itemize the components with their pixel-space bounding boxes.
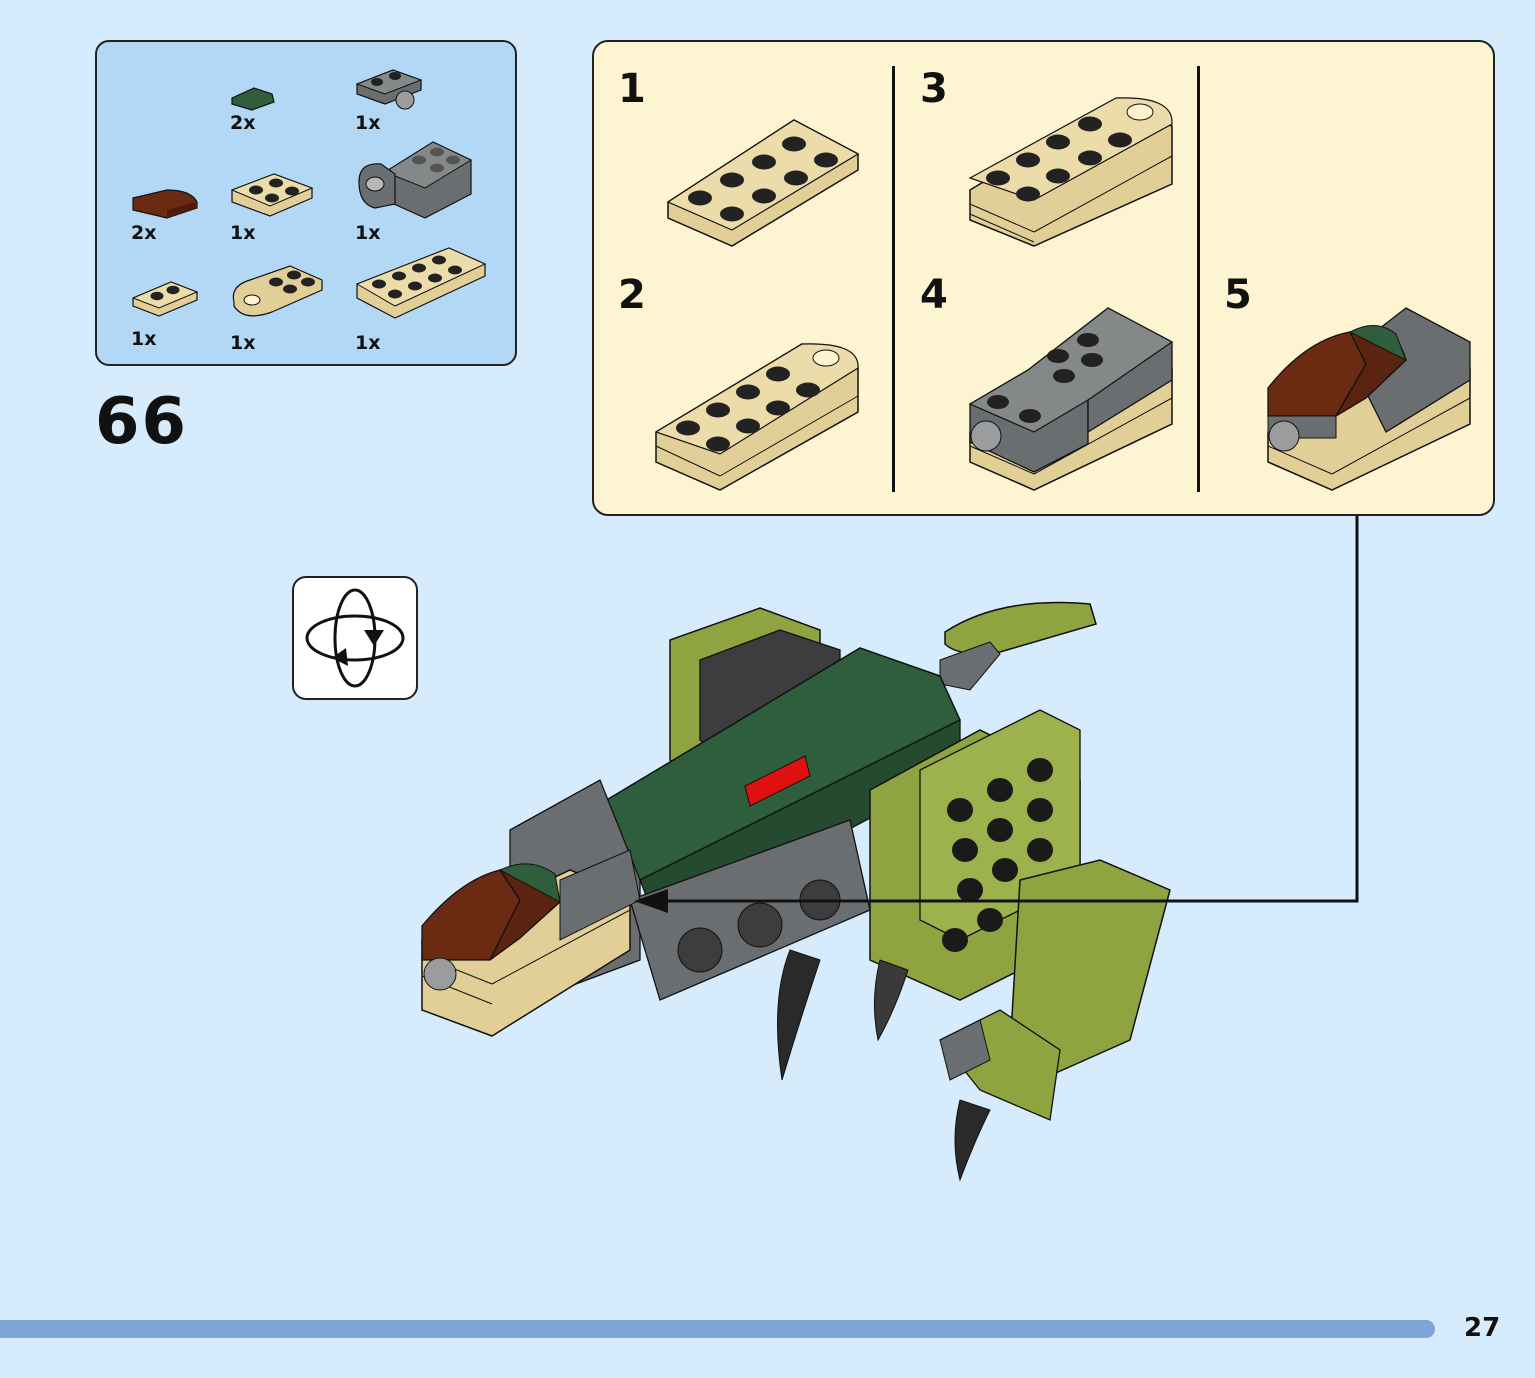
rotate-model-icon: [292, 576, 418, 700]
part-tan-plate-2x2: 1x: [230, 168, 340, 258]
gray-ball-joint-brick-icon: [358, 141, 473, 219]
sub-step-number: 4: [920, 272, 948, 318]
part-qty: 1x: [230, 222, 256, 244]
part-qty: 2x: [131, 222, 157, 244]
sub-step-5-illustration: [1267, 307, 1471, 491]
sub-step-3-illustration: [968, 97, 1173, 247]
sub-divider: [892, 66, 895, 492]
gray-plate-ball-icon: [355, 69, 423, 110]
brown-curved-slope-icon: [132, 189, 198, 219]
part-tan-plate-1x2: 1x: [131, 278, 241, 368]
sub-step-2-illustration: [654, 343, 859, 491]
part-qty: 2x: [230, 112, 256, 134]
part-dark-green-slope-tile: 2x: [230, 80, 340, 170]
part-dark-gray-plate-with-ball: 1x: [355, 62, 465, 152]
sub-step-number: 5: [1224, 272, 1252, 318]
part-qty: 1x: [230, 332, 256, 354]
sub-step-4-illustration: [968, 307, 1174, 491]
sub-divider: [1197, 66, 1200, 492]
part-tan-round-end-plate: 1x: [230, 262, 340, 354]
footer-bar: [0, 1320, 1435, 1338]
parts-list-box: 2x 1x 2x 1x: [95, 40, 517, 366]
sub-step-number: 1: [618, 66, 646, 112]
tan-plate-1x2-icon: [131, 281, 199, 317]
sub-assembly-box: 1 2 3 4 5: [592, 40, 1495, 516]
part-reddish-brown-curved-slope: 2x: [131, 188, 241, 278]
sub-step-1-illustration: [666, 119, 860, 247]
arrow-head-icon: [634, 889, 668, 913]
sub-step-number: 2: [618, 272, 646, 318]
part-qty: 1x: [355, 112, 381, 134]
rotate-arrows-icon: [305, 588, 405, 688]
sub-step-number: 3: [920, 66, 948, 112]
part-dark-gray-ball-joint-brick: 1x: [355, 138, 473, 244]
step-number: 66: [95, 385, 189, 459]
tan-plate-2x4-icon: [355, 247, 487, 319]
page-number: 27: [1464, 1313, 1501, 1343]
dark-green-slope-tile-icon: [231, 87, 275, 111]
assembled-model-illustration: [421, 601, 1171, 1182]
tan-plate-2x2-icon: [230, 173, 314, 217]
part-qty: 1x: [131, 328, 157, 350]
part-tan-plate-2x4: 1x: [355, 246, 487, 354]
tan-round-end-plate-icon: [232, 265, 323, 317]
